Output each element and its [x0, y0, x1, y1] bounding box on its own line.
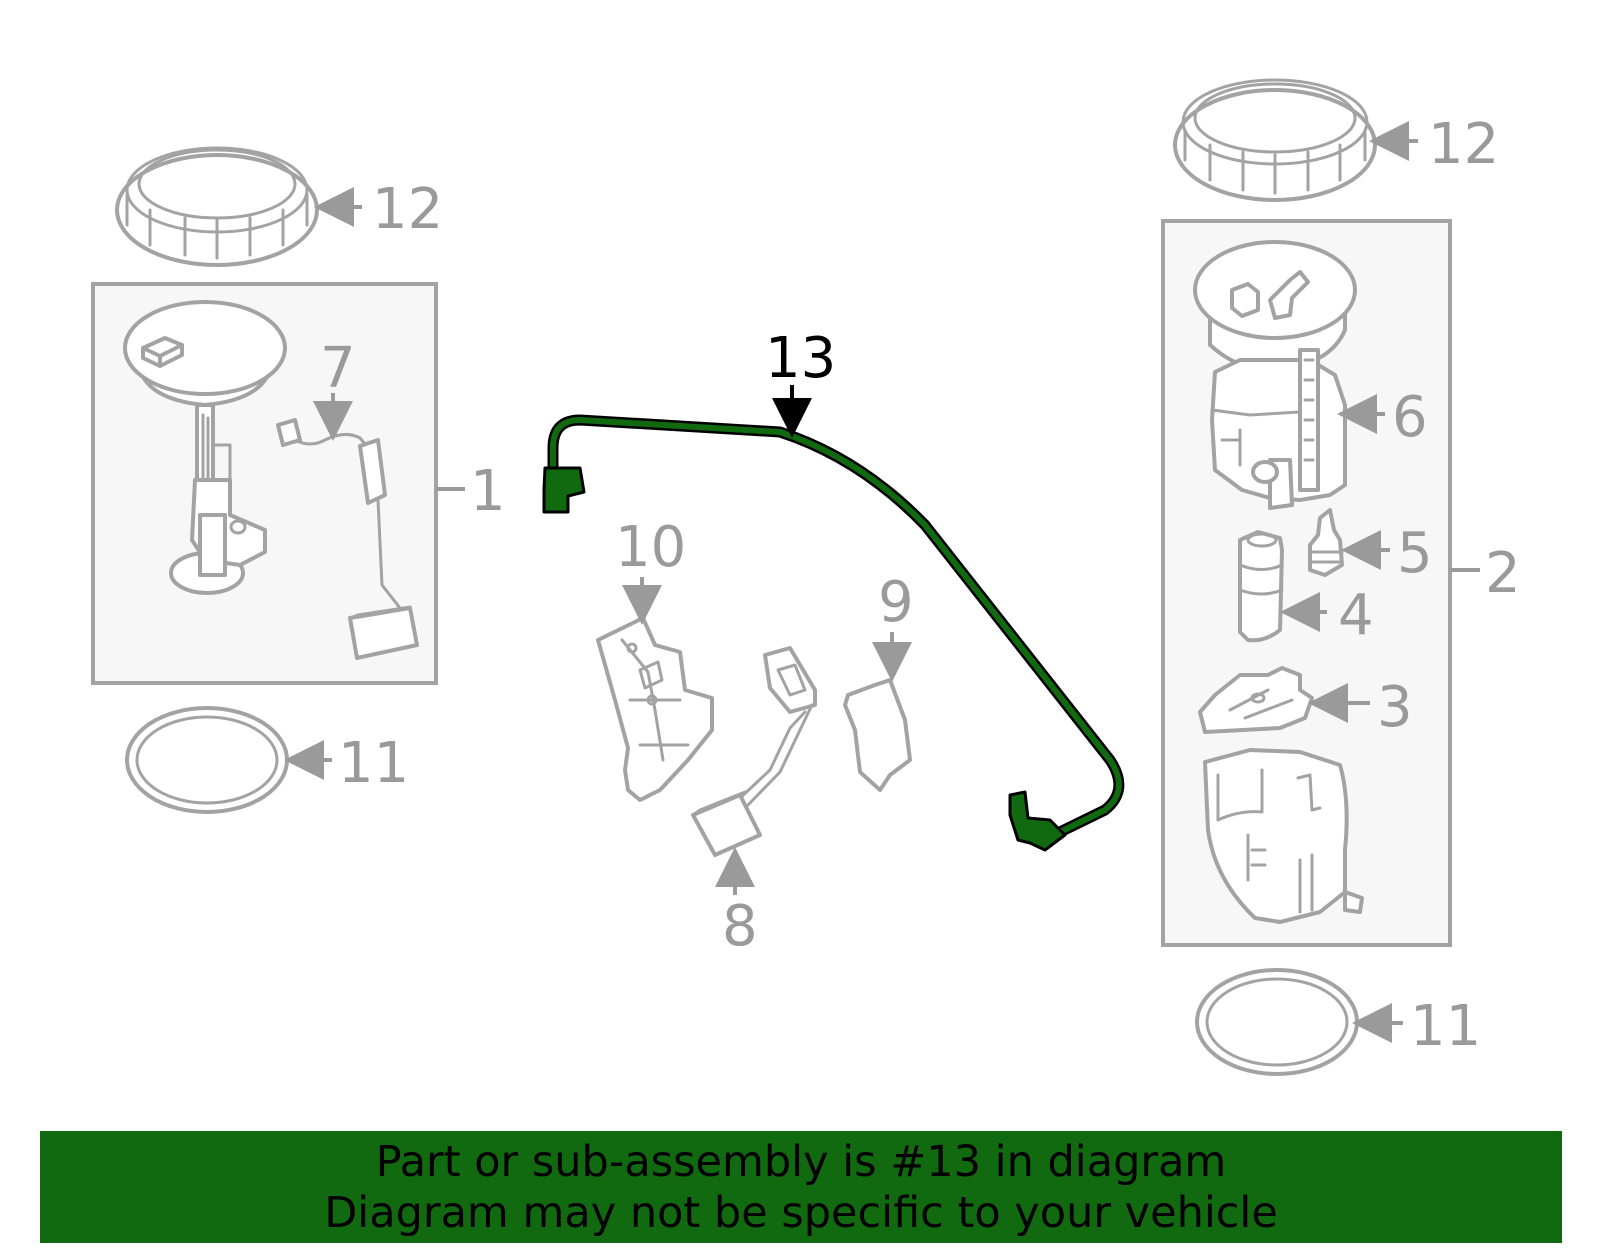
bracket-10	[596, 616, 714, 802]
gasket-9	[843, 678, 912, 792]
fuel-pump-module-right	[1193, 240, 1357, 510]
callout-7: 7	[320, 336, 356, 401]
callout-5: 5	[1397, 521, 1433, 586]
callout-12-right: 12	[1428, 112, 1499, 177]
lock-ring-left	[115, 146, 319, 267]
callout-6: 6	[1392, 385, 1428, 450]
callout-10: 10	[615, 515, 686, 580]
reservoir-cup	[1203, 748, 1364, 924]
callout-1: 1	[470, 459, 506, 524]
callout-11-left: 11	[338, 731, 409, 796]
fuel-pump-module-left	[123, 300, 287, 595]
lock-ring-right	[1173, 78, 1377, 202]
fuel-level-sender-7	[276, 418, 419, 660]
callout-13: 13	[765, 326, 836, 391]
seal-left	[125, 706, 289, 814]
banner-line-1: Part or sub-assembly is #13 in diagram	[375, 1137, 1227, 1187]
callout-8: 8	[722, 894, 758, 959]
fuel-hose-13	[542, 414, 1125, 852]
callout-4: 4	[1338, 583, 1374, 648]
callout-2: 2	[1485, 541, 1521, 606]
filter-4	[1238, 530, 1284, 643]
callout-9: 9	[878, 570, 914, 635]
callout-11-right: 11	[1410, 994, 1481, 1059]
banner-line-2: Diagram may not be specific to your vehi…	[324, 1188, 1278, 1238]
info-banner: Part or sub-assembly is #13 in diagram D…	[40, 1131, 1562, 1243]
bracket-3	[1198, 666, 1314, 734]
wire-harness-8	[691, 646, 817, 857]
seal-right	[1195, 968, 1359, 1076]
callout-3: 3	[1377, 675, 1413, 740]
valve-5	[1308, 508, 1344, 577]
callout-12-left: 12	[372, 177, 443, 242]
